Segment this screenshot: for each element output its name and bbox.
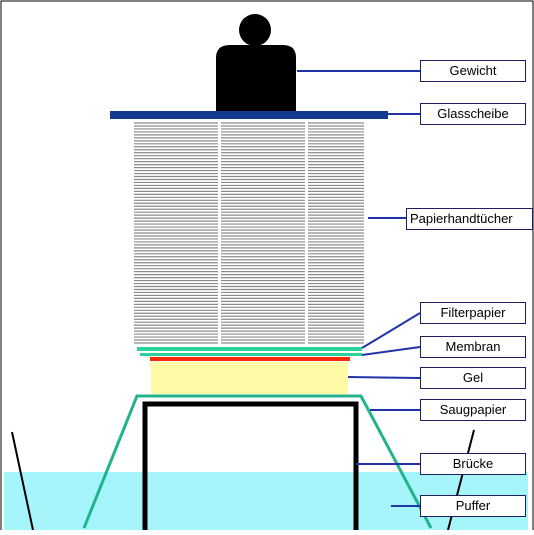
weight-head [239, 14, 271, 46]
membrane [150, 357, 350, 361]
leader-membran [361, 346, 421, 356]
glass-plate [110, 111, 388, 119]
leader-lines [297, 70, 421, 507]
weight-figure [216, 14, 296, 112]
label-bruecke: Brücke [420, 453, 526, 475]
leader-gel [347, 376, 421, 379]
label-gewicht: Gewicht [420, 60, 526, 82]
label-puffer: Puffer [420, 495, 526, 517]
weight-body [216, 45, 296, 112]
label-filterpapier: Filterpapier [420, 302, 526, 324]
gel [151, 362, 348, 394]
label-gel: Gel [420, 367, 526, 389]
leader-filterpapier [361, 312, 421, 349]
label-glasscheibe: Glasscheibe [420, 103, 526, 125]
label-membran: Membran [420, 336, 526, 358]
filter-paper-top [137, 347, 362, 351]
saugpapier-wick [82, 394, 433, 529]
label-saugpapier: Saugpapier [420, 399, 526, 421]
filter-paper-bottom [140, 353, 362, 356]
paper-towel-stack [134, 122, 364, 344]
label-papierhandtuecher: Papierhandtücher [406, 208, 533, 230]
tank-wall-left [11, 431, 34, 531]
